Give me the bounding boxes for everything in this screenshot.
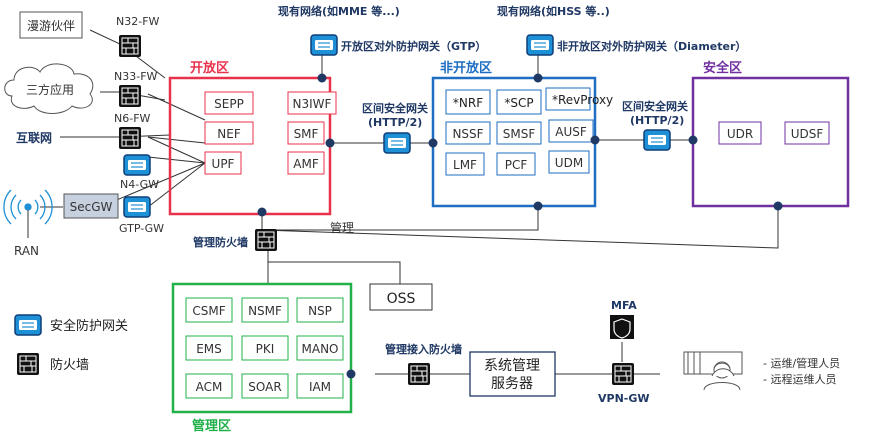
nf-nef: NEF bbox=[217, 127, 241, 141]
nf-pcf: PCF bbox=[505, 158, 528, 172]
ran-icon bbox=[3, 189, 53, 238]
connection-dots bbox=[257, 73, 783, 379]
vpn-gw-label: VPN-GW bbox=[598, 392, 650, 405]
nf-amf: AMF bbox=[293, 157, 319, 171]
diameter-existing-network-label: 现有网络(如HSS 等..) bbox=[497, 4, 610, 18]
open-zone-nfs bbox=[204, 91, 337, 175]
roaming-partner-label: 漫游伙伴 bbox=[27, 19, 75, 33]
nf-udm: UDM bbox=[555, 156, 583, 170]
system-mgmt-server-label1: 系统管理 bbox=[484, 358, 540, 374]
mgmt-zone-box bbox=[171, 282, 353, 414]
nf-nssf: NSSF bbox=[452, 127, 483, 141]
vpn-gateway-icon bbox=[611, 362, 635, 386]
oss-box bbox=[369, 283, 433, 311]
mfa-shield-icon bbox=[610, 315, 634, 339]
legend-security-gateway-label: 安全防护网关 bbox=[50, 318, 128, 334]
open-zone-title: 开放区 bbox=[190, 60, 229, 76]
n6-fw-label: N6-FW bbox=[114, 112, 151, 125]
mgmt-firewall-icon bbox=[254, 228, 278, 252]
gtp-gateway-icon bbox=[123, 196, 151, 218]
interzone-gateway-2-icon bbox=[643, 129, 671, 151]
secure-zone-nfs bbox=[718, 121, 830, 145]
nf-scp: *SCP bbox=[504, 96, 533, 110]
n4-gateway-icon bbox=[123, 154, 151, 176]
interzone-gateway-2-label1: 区间安全网关 bbox=[622, 99, 688, 113]
nf-sepp: SEPP bbox=[214, 97, 244, 111]
mgmt-mano: MANO bbox=[302, 342, 339, 356]
nf-revproxy: *RevProxy bbox=[552, 93, 613, 107]
operator-label-1: - 运维/管理人员 bbox=[763, 356, 840, 370]
mgmt-link-label: 管理 bbox=[330, 220, 354, 235]
mgmt-zone-items bbox=[185, 297, 344, 399]
roaming-partner-box bbox=[19, 11, 83, 39]
mgmt-acm: ACM bbox=[196, 380, 223, 394]
system-mgmt-server-box bbox=[469, 351, 556, 397]
n6-firewall-icon bbox=[118, 126, 142, 150]
legend-firewall-icon bbox=[16, 352, 40, 376]
gtp-gateway-label: 开放区对外防护网关（GTP） bbox=[341, 39, 486, 53]
third-party-label: 三方应用 bbox=[26, 82, 74, 97]
secure-zone-title: 安全区 bbox=[703, 60, 742, 76]
interzone-gateway-2-label2: (HTTP/2) bbox=[630, 114, 684, 127]
oss-label: OSS bbox=[387, 291, 416, 307]
cloud-icon bbox=[4, 63, 94, 114]
mgmt-soar: SOAR bbox=[248, 380, 281, 394]
operator-label-2: - 远程运维人员 bbox=[763, 373, 836, 386]
mgmt-firewall-label: 管理防火墙 bbox=[193, 235, 248, 249]
n33-firewall-icon bbox=[118, 84, 142, 108]
nf-smf: SMF bbox=[294, 127, 319, 141]
nf-n3iwf: N3IWF bbox=[293, 97, 332, 111]
secgw-label: SecGW bbox=[70, 200, 113, 214]
nf-udr: UDR bbox=[727, 127, 753, 141]
mgmt-pki: PKI bbox=[256, 342, 275, 356]
mgmt-access-firewall-label: 管理接入防火墙 bbox=[385, 342, 462, 356]
nf-udsf: UDSF bbox=[791, 127, 824, 141]
nf-nrf: *NRF bbox=[453, 96, 483, 110]
nf-smsf: SMSF bbox=[503, 127, 536, 141]
nf-lmf: LMF bbox=[453, 158, 477, 172]
n32-firewall-icon bbox=[118, 34, 142, 58]
interzone-gateway-1-label2: (HTTP/2) bbox=[368, 116, 422, 129]
legend-security-gateway-icon bbox=[14, 314, 42, 336]
operator-icon bbox=[683, 351, 743, 391]
secgw-box bbox=[63, 193, 119, 219]
gtp-gw-label: GTP-GW bbox=[119, 222, 164, 235]
mgmt-nsmf: NSMF bbox=[248, 304, 282, 318]
mgmt-ems: EMS bbox=[196, 342, 222, 356]
mgmt-zone-title: 管理区 bbox=[192, 418, 231, 434]
n4-gw-label: N4-GW bbox=[120, 178, 159, 191]
nf-upf: UPF bbox=[212, 157, 235, 171]
system-mgmt-server-label2: 服务器 bbox=[491, 376, 533, 392]
mgmt-access-firewall-icon bbox=[407, 362, 431, 386]
gtp-external-gateway-icon bbox=[310, 34, 338, 56]
interzone-gateway-1-label1: 区间安全网关 bbox=[362, 101, 428, 115]
n32-fw-label: N32-FW bbox=[116, 15, 160, 28]
mgmt-csmf: CSMF bbox=[192, 304, 225, 318]
internet-label: 互联网 bbox=[16, 131, 52, 145]
mgmt-iam: IAM bbox=[309, 380, 331, 394]
diameter-gateway-icon bbox=[526, 34, 554, 56]
nf-ausf: AUSF bbox=[555, 125, 587, 139]
nonopen-zone-title: 非开放区 bbox=[440, 60, 492, 76]
n33-fw-label: N33-FW bbox=[114, 70, 158, 83]
nonopen-zone-nfs bbox=[445, 87, 594, 176]
legend-firewall-label: 防火墙 bbox=[50, 357, 89, 373]
mfa-label: MFA bbox=[611, 299, 637, 312]
diameter-gateway-label: 非开放区对外防护网关（Diameter） bbox=[557, 39, 746, 53]
ran-label: RAN bbox=[14, 244, 39, 258]
mgmt-nsp: NSP bbox=[308, 304, 332, 318]
gtp-existing-network-label: 现有网络(如MME 等...) bbox=[278, 4, 400, 18]
interzone-gateway-1-icon bbox=[383, 132, 411, 154]
